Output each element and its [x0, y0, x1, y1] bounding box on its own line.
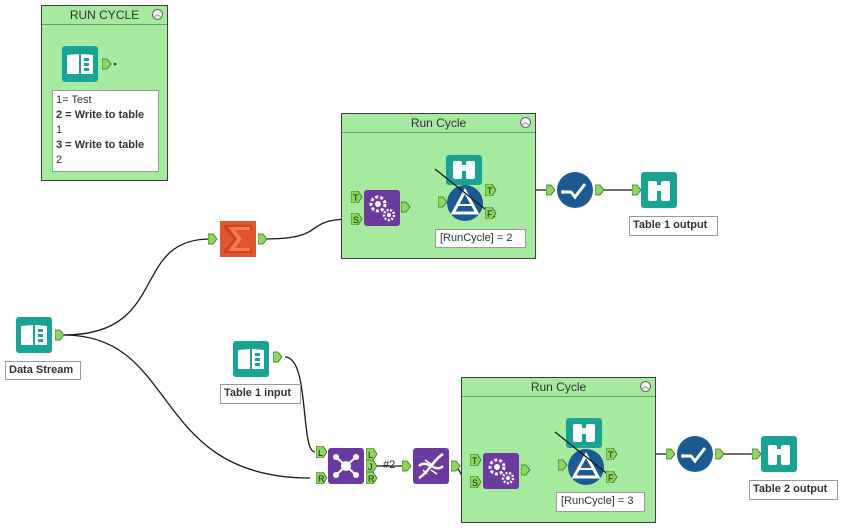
binoculars-icon: [641, 172, 677, 208]
binoculars-icon: [566, 418, 602, 448]
browse-tool-table1-output[interactable]: [641, 172, 677, 208]
checkmark-icon: [557, 172, 593, 208]
union-tool-bottom[interactable]: [677, 436, 713, 472]
checkmark-icon: [677, 436, 713, 472]
join-input-anchor-r[interactable]: R: [316, 472, 328, 484]
macro-tool-top[interactable]: [364, 190, 400, 226]
input-anchor[interactable]: [632, 184, 642, 196]
macro-input-anchor-s[interactable]: S: [470, 476, 482, 488]
join-input-anchor-l[interactable]: L: [316, 446, 328, 458]
note-line-2: 2 = Write to table: [56, 109, 145, 121]
binoculars-icon: [761, 436, 797, 472]
input-anchor[interactable]: [546, 184, 556, 196]
svg-text:T: T: [608, 450, 614, 460]
join-tool[interactable]: [328, 448, 364, 484]
filter-false-anchor[interactable]: F: [606, 471, 618, 483]
output-anchor[interactable]: [401, 201, 411, 213]
output-anchor[interactable]: [595, 184, 605, 196]
svg-text:S: S: [472, 478, 478, 488]
input-anchor[interactable]: [666, 448, 676, 460]
chevron-up-icon[interactable]: ︿: [640, 381, 651, 392]
input-anchor[interactable]: [402, 460, 412, 472]
filter-condition-top: [RunCycle] = 2: [435, 229, 526, 248]
sigma-icon: [220, 221, 256, 257]
book-icon: [233, 341, 269, 377]
container-title: RUN CYCLE: [42, 6, 167, 25]
dna-icon: [413, 448, 449, 484]
triangle-filter-icon: [447, 185, 483, 221]
book-icon: [16, 317, 52, 353]
container-title: Run Cycle: [342, 114, 535, 133]
filter-false-anchor[interactable]: F: [485, 207, 497, 219]
svg-text:L: L: [318, 448, 323, 458]
note-line-4: 3 = Write to table: [56, 139, 145, 151]
note-line-5: 2: [56, 154, 63, 166]
browse-tool-top-overlay[interactable]: [446, 155, 482, 185]
browse-tool-table2-output[interactable]: [761, 436, 797, 472]
wire-table1input-join: [284, 356, 316, 453]
macro-input-anchor-s[interactable]: S: [351, 213, 363, 225]
svg-text:R: R: [318, 474, 325, 484]
output-anchor[interactable]: [273, 351, 283, 363]
join-nodes-icon: [328, 448, 364, 484]
svg-text:F: F: [487, 209, 493, 219]
svg-text:J: J: [368, 462, 373, 472]
wire-summarize-macro: [264, 218, 353, 240]
macro-tool-bottom[interactable]: [483, 453, 519, 489]
svg-text:L: L: [368, 450, 373, 460]
dna-tool[interactable]: [413, 448, 449, 484]
union-tool-top[interactable]: [557, 172, 593, 208]
svg-text:T: T: [353, 193, 359, 203]
summarize-tool[interactable]: [220, 221, 256, 257]
output-anchor[interactable]: [521, 464, 531, 476]
output-anchor[interactable]: [451, 460, 461, 472]
input-tool-run-cycle[interactable]: [62, 46, 98, 82]
label-data-stream: Data Stream: [5, 361, 81, 380]
macro-input-anchor-t[interactable]: T: [470, 454, 482, 466]
svg-text:T: T: [472, 456, 478, 466]
filter-tool-bottom[interactable]: [568, 449, 604, 485]
comment-note: 1= Test 2 = Write to table 1 3 = Write t…: [52, 90, 159, 172]
container-title: Run Cycle: [462, 378, 655, 397]
svg-text:F: F: [608, 473, 614, 483]
chevron-up-icon[interactable]: ︿: [152, 9, 163, 20]
output-anchor[interactable]: [55, 329, 65, 341]
label-table1-output: Table 1 output: [629, 216, 718, 236]
triangle-filter-icon: [568, 449, 604, 485]
binoculars-icon: [446, 155, 482, 185]
input-tool-table1[interactable]: [233, 341, 269, 377]
join-output-anchor-l[interactable]: L: [366, 448, 378, 460]
input-anchor[interactable]: [752, 448, 762, 460]
container-run-cycle-main[interactable]: RUN CYCLE ︿ 1= Test 2 = Write to table 1…: [41, 5, 168, 181]
join-record-count: #2: [383, 459, 396, 471]
input-anchor[interactable]: [438, 196, 448, 208]
filter-true-anchor[interactable]: T: [606, 448, 618, 460]
input-tool-data-stream[interactable]: [16, 317, 52, 353]
chevron-up-icon[interactable]: ︿: [520, 117, 531, 128]
wire-datastream-summarize: [63, 238, 211, 336]
input-anchor[interactable]: [558, 459, 568, 471]
output-anchor[interactable]: [258, 233, 268, 245]
book-icon: [62, 46, 98, 82]
svg-text:T: T: [487, 186, 493, 196]
filter-condition-bottom: [RunCycle] = 3: [556, 492, 645, 512]
filter-true-anchor[interactable]: T: [485, 184, 497, 196]
svg-text:S: S: [353, 215, 359, 225]
filter-tool-top[interactable]: [447, 185, 483, 221]
join-output-anchor-r[interactable]: R: [366, 472, 378, 484]
label-table2-output: Table 2 output: [749, 480, 838, 500]
input-anchor[interactable]: [208, 233, 218, 245]
output-anchor[interactable]: [102, 58, 118, 70]
gears-icon: [364, 190, 400, 226]
svg-text:R: R: [368, 474, 375, 484]
macro-input-anchor-t[interactable]: T: [351, 191, 363, 203]
browse-tool-bottom-overlay[interactable]: [566, 418, 602, 448]
join-output-anchor-j[interactable]: J: [366, 460, 378, 472]
gears-icon: [483, 453, 519, 489]
note-line-3: 1: [56, 124, 63, 136]
label-table1-input: Table 1 input: [220, 384, 301, 404]
note-line-1: 1= Test: [56, 94, 92, 106]
output-anchor[interactable]: [715, 448, 725, 460]
